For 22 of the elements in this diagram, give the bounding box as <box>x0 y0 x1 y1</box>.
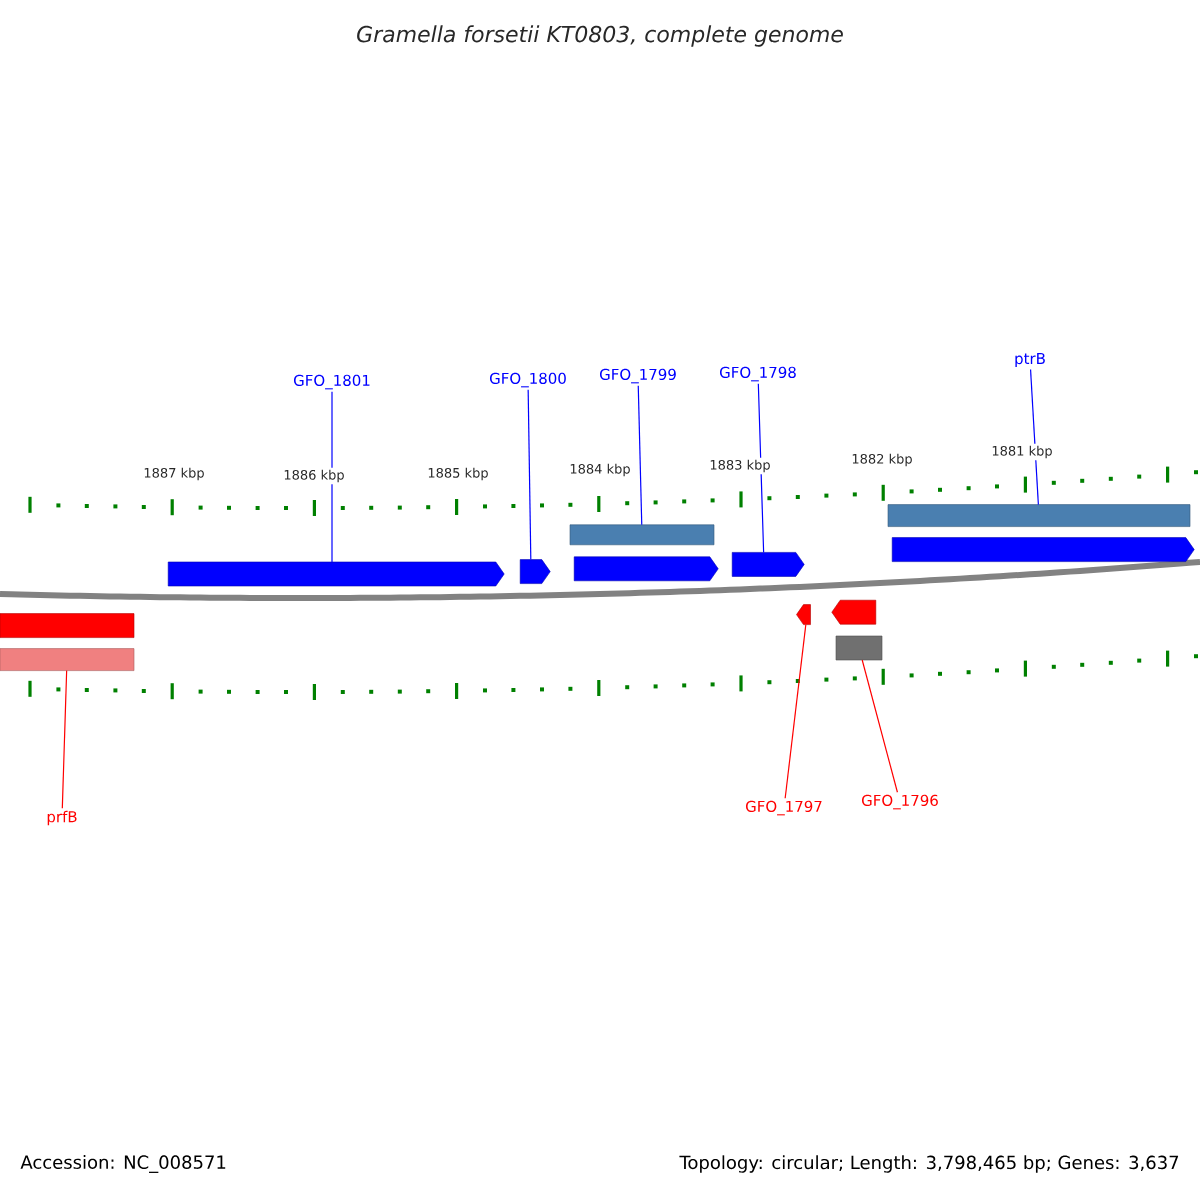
leader-line <box>527 389 532 561</box>
leader-line <box>331 391 333 563</box>
gene-feature <box>573 556 719 582</box>
leader-line <box>1029 368 1039 506</box>
gene-feature <box>519 559 551 584</box>
title: Gramella forsetii KT0803, complete genome <box>357 25 843 47</box>
gene-feature <box>887 504 1191 527</box>
footer-text: Accession: NC_008571 <box>20 1155 226 1173</box>
leader-line <box>784 624 807 799</box>
leader-line <box>757 383 765 553</box>
gene-feature <box>167 561 505 587</box>
leader-line <box>61 670 68 809</box>
gene-feature <box>0 648 135 671</box>
gene-feature <box>731 552 805 577</box>
gene-feature <box>835 635 883 661</box>
gene-feature <box>796 604 811 625</box>
footer-text: Topology: circular; Length: 3,798,465 bp; Genes: 3,637 <box>679 1155 1179 1173</box>
gene-feature <box>891 537 1195 562</box>
leader-line <box>637 385 643 526</box>
gene-feature <box>569 524 715 546</box>
gene-feature <box>831 599 877 625</box>
gene-feature <box>0 613 135 638</box>
